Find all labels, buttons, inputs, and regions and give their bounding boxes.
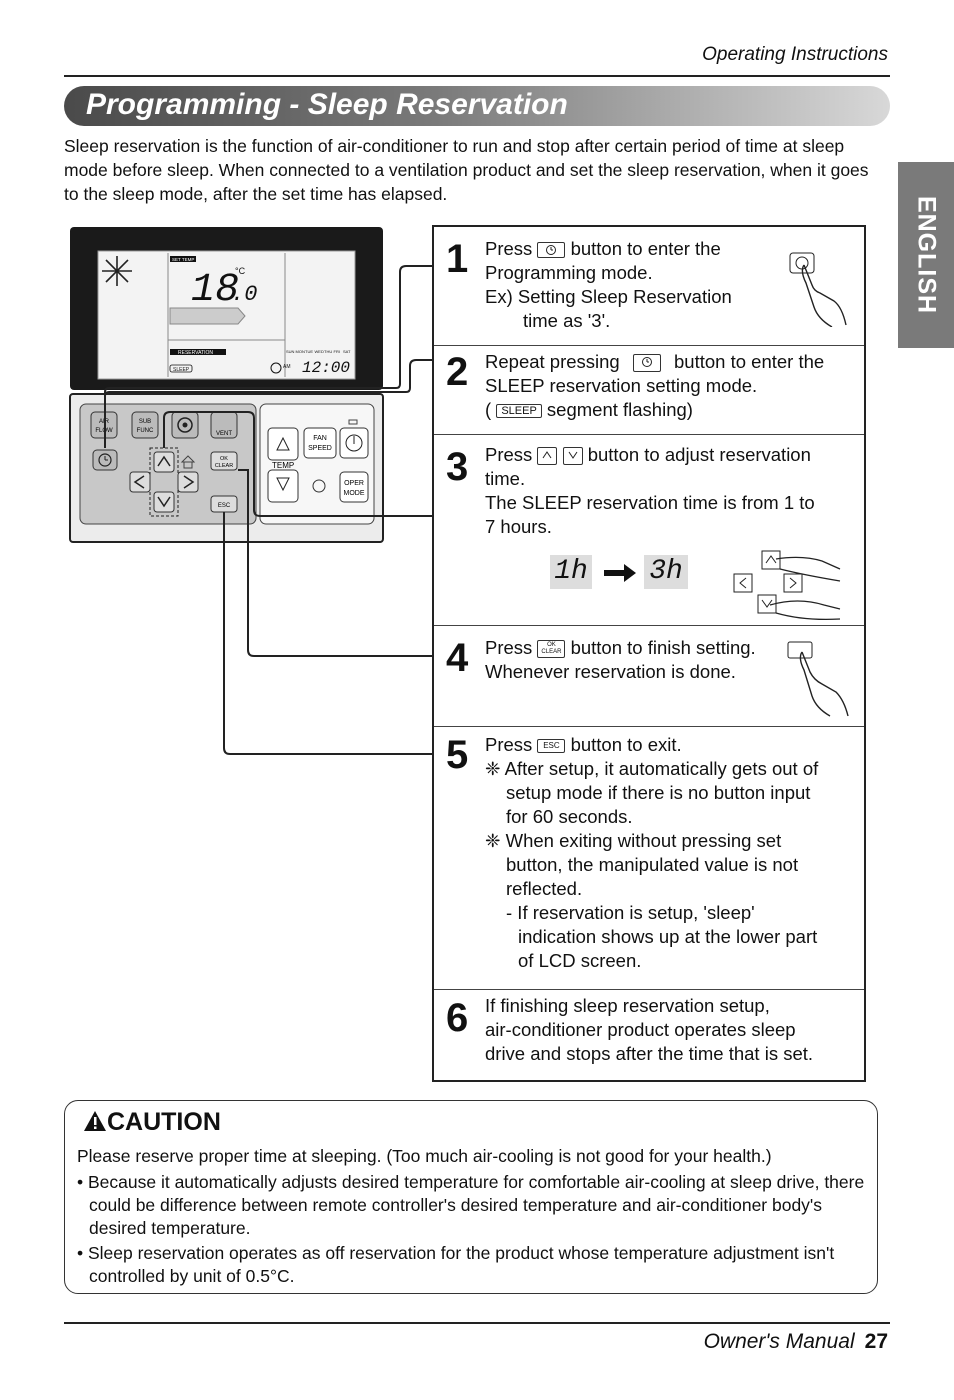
footer-rule bbox=[64, 1322, 890, 1324]
lcd-weekday-thu: THU bbox=[324, 349, 332, 354]
down-key-icon bbox=[562, 447, 583, 466]
steps-box: 1 Press button to enter the Programming … bbox=[432, 225, 866, 1082]
up-key-icon bbox=[537, 447, 558, 466]
svg-text:CLEAR: CLEAR bbox=[215, 463, 233, 469]
header-rule bbox=[64, 75, 890, 77]
title-bar bbox=[64, 86, 890, 126]
lcd-weekday-mon: MON bbox=[296, 349, 305, 354]
fan-icon bbox=[102, 256, 132, 286]
svg-text:FAN: FAN bbox=[313, 435, 327, 442]
display-from: 1h bbox=[550, 555, 592, 589]
lcd-reservation: RESERVATION bbox=[178, 350, 213, 356]
lcd-weekday-wed: WED bbox=[315, 349, 324, 354]
hand-press-ok-icon bbox=[787, 641, 849, 717]
subfunc-button[interactable]: SUB FUNC bbox=[131, 411, 159, 439]
svg-text:FUNC: FUNC bbox=[137, 428, 154, 434]
svg-text:SPEED: SPEED bbox=[308, 445, 332, 452]
clock-icon bbox=[98, 453, 112, 467]
caution-line: Please reserve proper time at sleeping. … bbox=[77, 1146, 772, 1166]
settings-button[interactable] bbox=[171, 411, 199, 439]
arrow-right-icon bbox=[604, 564, 636, 582]
language-tab-label: ENGLISH bbox=[912, 195, 941, 315]
step-6: 6 If finishing sleep reservation setup, … bbox=[446, 995, 814, 1064]
caution-box: CAUTION Please reserve proper time at sl… bbox=[64, 1100, 878, 1294]
lcd-am: AM bbox=[283, 364, 291, 370]
step-1: 1 Press button to enter the Programming … bbox=[434, 227, 864, 346]
home-icon bbox=[180, 455, 196, 469]
svg-text:VENT: VENT bbox=[216, 431, 232, 437]
esc-key-icon: ESC bbox=[537, 739, 566, 754]
step-number: 3 bbox=[446, 445, 469, 489]
indicator-light bbox=[312, 479, 326, 493]
warning-icon bbox=[84, 1111, 106, 1131]
caution-title: CAUTION bbox=[107, 1108, 221, 1136]
up-arrow-button[interactable] bbox=[153, 451, 175, 473]
step-2: 2 Repeat pressing button to enter the SL… bbox=[434, 346, 864, 435]
leader-lines bbox=[104, 265, 432, 755]
right-arrow-button[interactable] bbox=[177, 471, 199, 493]
gear-icon bbox=[177, 417, 193, 433]
power-button[interactable] bbox=[339, 427, 369, 459]
hand-arrows-icon bbox=[733, 550, 841, 621]
left-arrow-button[interactable] bbox=[129, 471, 151, 493]
lcd-time: 12:00 bbox=[302, 359, 350, 377]
sleep-segment-icon: SLEEP bbox=[496, 404, 542, 419]
program-key-icon bbox=[537, 242, 566, 259]
lcd-unit: °C bbox=[235, 266, 246, 276]
remote-controller-illustration: SET TEMP 18 .0 °C RESERVATION SLEEP AM 1… bbox=[69, 227, 432, 755]
ok-clear-button[interactable]: OK CLEAR bbox=[210, 451, 238, 471]
page-number: 27 bbox=[864, 1330, 888, 1353]
svg-text:OPER: OPER bbox=[344, 480, 364, 487]
lcd-clock-icon bbox=[270, 362, 282, 374]
step-3: 3 Press button to adjust reservation tim… bbox=[434, 435, 864, 626]
lcd-weekday-tue: TUE bbox=[305, 349, 313, 354]
temp-up-button[interactable] bbox=[267, 427, 299, 461]
svg-text:MODE: MODE bbox=[344, 490, 365, 497]
intro-paragraph: Sleep reservation is the function of air… bbox=[64, 136, 869, 204]
section-label: Operating Instructions bbox=[702, 44, 888, 65]
program-button[interactable] bbox=[92, 449, 118, 471]
lcd-temp-decimal: .0 bbox=[231, 282, 257, 307]
svg-text:ESC: ESC bbox=[218, 503, 231, 509]
power-icon bbox=[345, 434, 363, 452]
lcd-weekday-sun: SUN bbox=[286, 349, 295, 354]
step-number: 5 bbox=[446, 733, 469, 777]
oper-mode-button[interactable]: OPER MODE bbox=[339, 471, 369, 503]
lcd-temperature: 18 bbox=[191, 268, 239, 313]
lcd-weekday-fri: FRI bbox=[334, 349, 340, 354]
footer-label: Owner's Manual bbox=[703, 1330, 855, 1353]
esc-button[interactable]: ESC bbox=[210, 495, 238, 513]
svg-text:OK: OK bbox=[220, 456, 228, 462]
lcd-sleep: SLEEP bbox=[173, 367, 190, 373]
down-arrow-button[interactable] bbox=[153, 491, 175, 513]
fan-speed-button[interactable]: FAN SPEED bbox=[303, 427, 337, 459]
temp-down-button[interactable] bbox=[267, 469, 299, 503]
lcd-set-temp: SET TEMP bbox=[172, 257, 194, 262]
program-key-icon bbox=[632, 354, 661, 373]
page-title: Programming - Sleep Reservation bbox=[86, 88, 568, 121]
footer: Owner's Manual 27 bbox=[704, 1330, 888, 1354]
caution-bullet-1: • Because it automatically adjusts desir… bbox=[77, 1172, 865, 1238]
temp-label: TEMP bbox=[272, 461, 294, 470]
vent-button[interactable]: VENT bbox=[210, 411, 238, 439]
step-number: 4 bbox=[446, 636, 469, 680]
display-to: 3h bbox=[644, 555, 688, 589]
lcd-weekday-sat: SAT bbox=[343, 349, 351, 354]
step-number: 1 bbox=[446, 237, 469, 281]
svg-text:SUB: SUB bbox=[139, 419, 151, 425]
step-number: 2 bbox=[446, 350, 469, 394]
step-number: 6 bbox=[446, 996, 469, 1040]
language-tab: ENGLISH bbox=[898, 162, 954, 348]
hand-press-icon bbox=[789, 252, 847, 327]
caution-bullet-2: • Sleep reservation operates as off rese… bbox=[77, 1243, 835, 1286]
step-5: 5 Press ESC button to exit. ❈ After setu… bbox=[434, 727, 864, 990]
